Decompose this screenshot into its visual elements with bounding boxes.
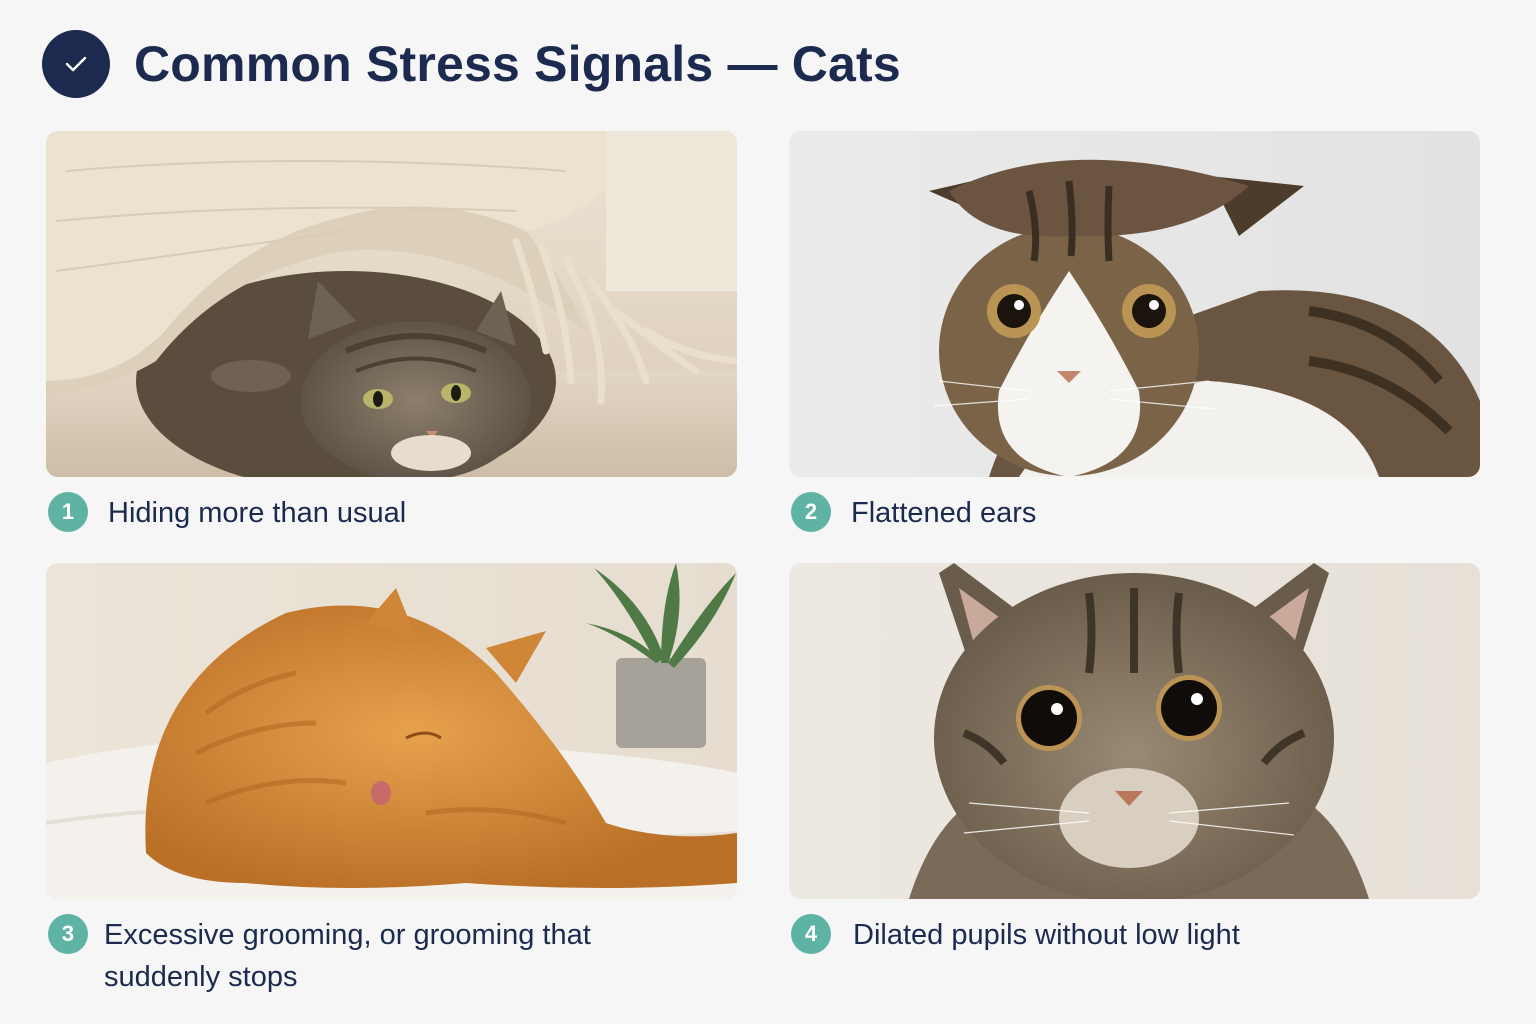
photo-dilated-pupils-cat [789,563,1480,899]
number-badge: 2 [791,492,831,532]
photo-hiding-cat [46,131,737,477]
check-icon [42,30,110,98]
number-badge: 1 [48,492,88,532]
signal-caption-2: 2 Flattened ears [791,492,1036,534]
signal-label: Flattened ears [851,497,1037,529]
signal-label: Excessive grooming, or grooming that sud… [104,919,591,993]
page-title: Common Stress Signals — Cats [134,36,901,92]
number-badge: 4 [791,914,831,954]
header: Common Stress Signals — Cats [42,30,901,98]
photo-flattened-ears-cat [789,131,1480,477]
number-badge: 3 [48,914,88,954]
signal-label: Hiding more than usual [108,497,407,529]
signal-caption-3: 3 Excessive grooming, or grooming that s… [48,914,648,998]
photo-grooming-cat [46,563,737,899]
signal-caption-1: 1 Hiding more than usual [48,492,406,534]
signal-label: Dilated pupils without low light [853,919,1240,951]
signal-caption-4: 4 Dilated pupils without low light [791,914,1240,956]
